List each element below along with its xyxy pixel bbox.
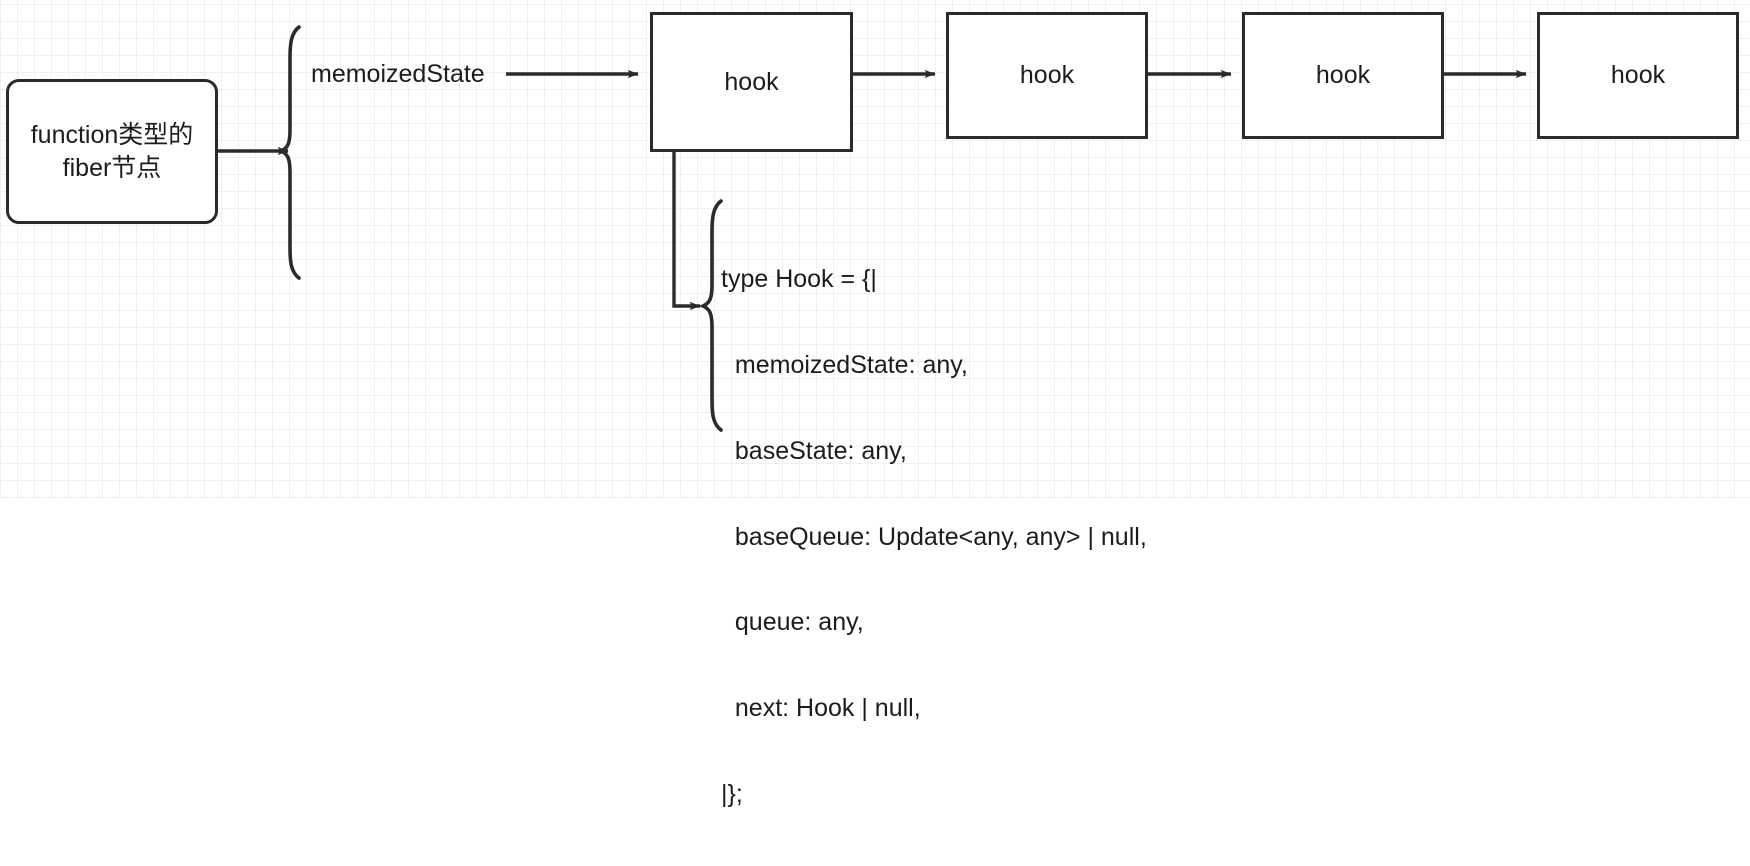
typedef-line-2: baseState: any, (721, 436, 907, 465)
hook-box-4[interactable]: hook (1537, 12, 1739, 139)
fiber-node-box[interactable]: function类型的 fiber节点 (6, 79, 218, 224)
typedef-line-6: |}; (721, 779, 743, 808)
fiber-node-line-2: fiber节点 (62, 153, 162, 182)
hook-box-1[interactable]: hook (650, 12, 853, 152)
hook-box-4-label: hook (1610, 61, 1666, 89)
hook-type-definition: type Hook = {| memoizedState: any, baseS… (721, 208, 1147, 866)
typedef-line-3: baseQueue: Update<any, any> | null, (721, 522, 1147, 551)
hook-box-2[interactable]: hook (946, 12, 1148, 139)
hook-box-2-label: hook (1019, 61, 1075, 89)
typedef-line-1: memoizedState: any, (721, 350, 968, 379)
brace-fiber-fields (276, 25, 301, 280)
typedef-line-4: queue: any, (721, 608, 864, 637)
hook-box-1-label: hook (724, 67, 779, 96)
typedef-line-5: next: Hook | null, (721, 694, 921, 723)
connector-hook1-to-typedef (672, 152, 701, 311)
hook-box-3-label: hook (1315, 61, 1371, 89)
hook-box-3[interactable]: hook (1242, 12, 1444, 139)
fiber-node-line-1: function类型的 (30, 120, 194, 149)
diagram-connectors (216, 25, 1527, 432)
typedef-line-0: type Hook = {| (721, 265, 877, 294)
fiber-node-text: function类型的 fiber节点 (31, 119, 194, 185)
brace-hook-type (698, 199, 723, 432)
edge-label-memoizedstate: memoizedState (311, 60, 485, 88)
diagram-canvas: function类型的 fiber节点 memoizedState hook h… (0, 0, 1750, 808)
